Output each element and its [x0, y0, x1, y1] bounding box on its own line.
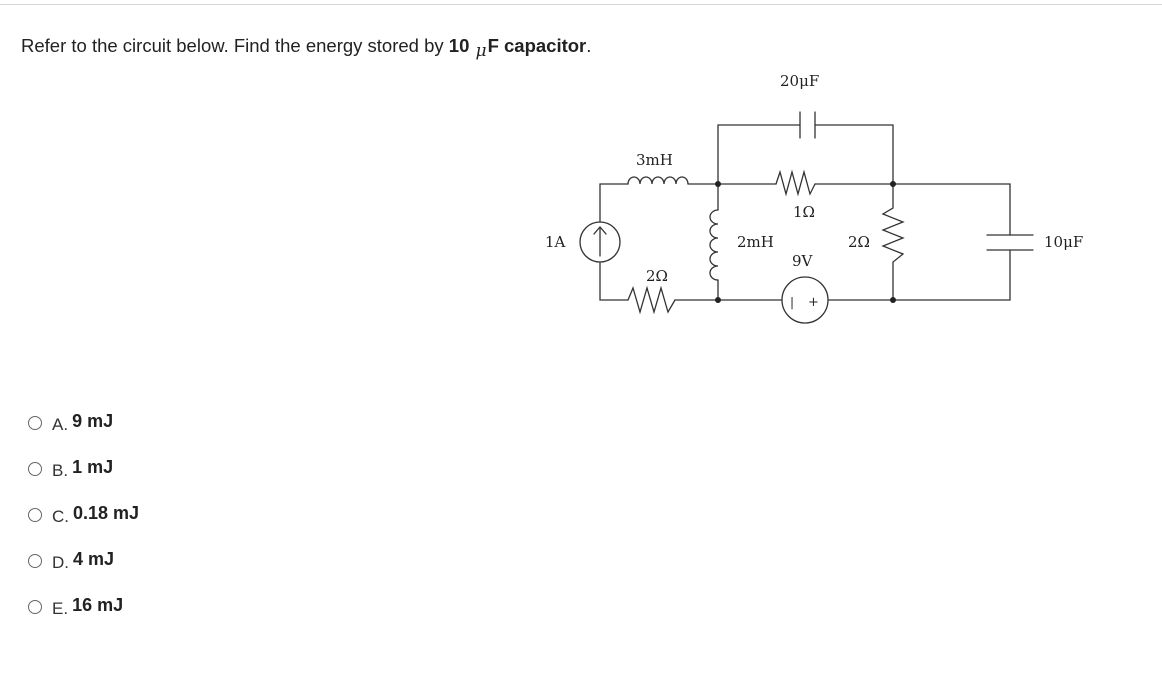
radio-button-c[interactable]: [28, 508, 42, 522]
option-a[interactable]: A. 9 mJ: [28, 400, 139, 446]
option-c[interactable]: C. 0.18 mJ: [28, 492, 139, 538]
voltage-source-circle: [781, 276, 829, 324]
question-unit-suffix: F capacitor: [487, 35, 587, 56]
inductor-2mh: [709, 209, 719, 281]
resistor-bottom-2ohm: [627, 285, 676, 315]
label-cap-10uf: 10μF: [1044, 233, 1083, 251]
label-resistor-right-2ohm: 2Ω: [848, 233, 870, 251]
option-value: 9 mJ: [72, 410, 114, 431]
option-value: 4 mJ: [73, 548, 115, 569]
label-current-source: 1A: [545, 233, 566, 251]
label-resistor-1ohm: 1Ω: [793, 203, 815, 221]
label-inductor-3mh: 3mH: [636, 151, 673, 169]
node-dot: [890, 181, 896, 187]
label-resistor-bottom-2ohm: 2Ω: [646, 267, 668, 285]
option-letter: B.: [52, 461, 69, 480]
node-dot: [890, 297, 896, 303]
resistor-right-2ohm: [881, 183, 905, 301]
question-prefix: Refer to the circuit below. Find the ene…: [21, 35, 444, 56]
option-value: 16 mJ: [72, 594, 124, 615]
radio-button-e[interactable]: [28, 600, 42, 614]
capacitor-10uf-plates: [986, 234, 1034, 251]
option-value: 0.18 mJ: [73, 502, 140, 523]
wire-right-bottom: [827, 249, 1011, 301]
junction-dots: [715, 181, 896, 303]
wire-top-left: [717, 124, 801, 185]
current-source-arrow: [593, 226, 607, 257]
option-letter: A.: [52, 415, 69, 434]
node-dot: [715, 297, 721, 303]
label-voltage-source: 9V: [792, 252, 814, 270]
node-dot: [715, 181, 721, 187]
radio-button-a[interactable]: [28, 416, 42, 430]
voltage-source-minus: |: [790, 295, 794, 309]
question-text: Refer to the circuit below. Find the ene…: [21, 35, 592, 61]
option-b[interactable]: B. 1 mJ: [28, 446, 139, 492]
wire-top-right: [814, 124, 894, 185]
option-letter: E.: [52, 599, 69, 618]
answer-options: A. 9 mJ B. 1 mJ C. 0.18 mJ D. 4 mJ E. 16…: [28, 400, 139, 630]
radio-button-d[interactable]: [28, 554, 42, 568]
top-divider: [0, 4, 1162, 5]
question-period: .: [586, 35, 592, 56]
current-source-circle: [579, 221, 621, 263]
radio-button-b[interactable]: [28, 462, 42, 476]
label-cap-20uf: 20μF: [780, 72, 819, 90]
wire-left-bottom: [599, 261, 629, 301]
label-inductor-2mh: 2mH: [737, 233, 774, 251]
voltage-source-plus: +: [808, 295, 819, 310]
inductor-3mh: [627, 176, 689, 185]
option-letter: C.: [52, 507, 69, 526]
question-unit-prefix: μ: [475, 41, 487, 61]
option-d[interactable]: D. 4 mJ: [28, 538, 139, 584]
option-letter: D.: [52, 553, 69, 572]
resistor-1ohm: [775, 169, 816, 197]
question-value: 10: [448, 35, 470, 56]
capacitor-20uf-plates: [799, 111, 816, 139]
option-e[interactable]: E. 16 mJ: [28, 584, 139, 630]
option-value: 1 mJ: [72, 456, 114, 477]
